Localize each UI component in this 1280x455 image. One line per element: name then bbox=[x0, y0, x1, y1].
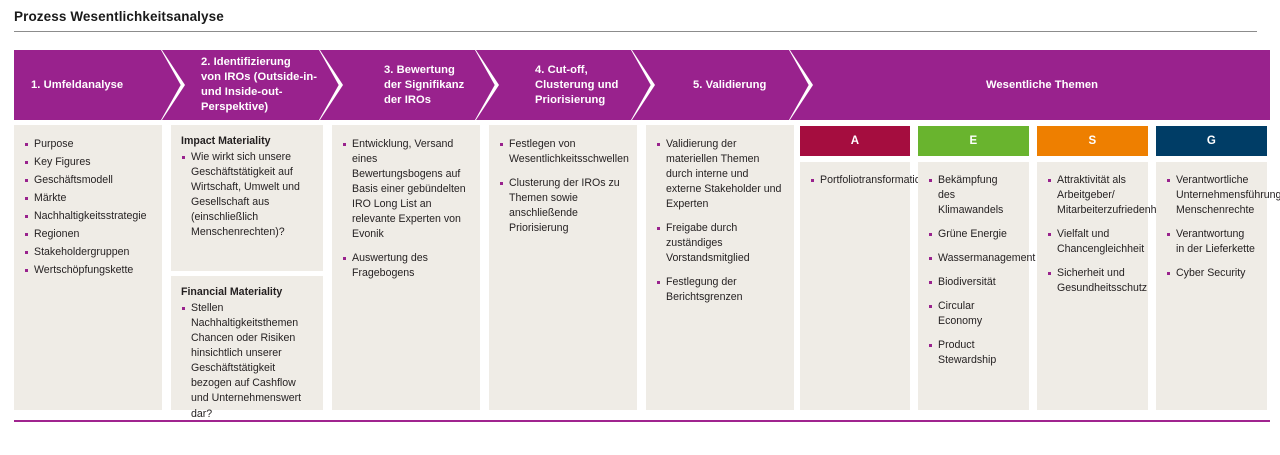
panel-esg-e: Bekämpfung des Klimawandels Grüne Energi… bbox=[918, 162, 1035, 410]
esg-a-list: Portfoliotransformation bbox=[810, 173, 927, 188]
process-step-3[interactable]: 3. Bewertung der Signifikanz der IROs bbox=[344, 50, 499, 120]
list-item: Entwicklung, Versand eines Bewertungsbog… bbox=[342, 137, 468, 242]
panel-esg-s: Attraktivität als Arbeitgeber/ Mitarbeit… bbox=[1037, 162, 1168, 410]
panel-bewertung: Entwicklung, Versand eines Bewertungsbog… bbox=[332, 125, 480, 410]
process-step-2[interactable]: 2. Identifizierung von IROs (Outside-in-… bbox=[186, 50, 346, 120]
process-step-5-label: 5. Validierung bbox=[693, 78, 767, 91]
panel-validierung: Validierung der materiellen Themen durch… bbox=[646, 125, 794, 410]
list-item: Verantwortung in der Lieferkette bbox=[1166, 227, 1255, 257]
list-item: Auswertung des Fragebogens bbox=[342, 251, 468, 281]
list-item: Geschäftsmodell bbox=[24, 173, 150, 188]
process-band-fill bbox=[14, 50, 1270, 120]
esg-header-a[interactable]: A bbox=[800, 126, 910, 156]
esg-header-s[interactable]: S bbox=[1037, 126, 1148, 156]
list-item: Bekämpfung des Klimawandels bbox=[928, 173, 1017, 218]
page-title: Prozess Wesentlichkeitsanalyse bbox=[14, 9, 224, 24]
list-item: Märkte bbox=[24, 191, 150, 206]
panel-esg-a: Portfoliotransformation bbox=[800, 162, 927, 410]
bewertung-list: Entwicklung, Versand eines Bewertungsbog… bbox=[342, 137, 468, 281]
bottom-divider bbox=[14, 420, 1270, 422]
list-item: Attraktivität als Arbeitgeber/ Mitarbeit… bbox=[1047, 173, 1168, 218]
list-item: Sicherheit und Gesundheitsschutz bbox=[1047, 266, 1147, 296]
list-item: Product Stewardship bbox=[928, 338, 1017, 368]
list-item: Portfoliotransformation bbox=[810, 173, 927, 188]
validierung-list: Validierung der materiellen Themen durch… bbox=[656, 137, 782, 305]
process-step-band: 1. Umfeldanalyse 2. Identifizierung von … bbox=[14, 50, 1270, 120]
title-divider bbox=[14, 31, 1257, 32]
list-item: Stellen Nachhaltigkeitsthemen Chancen od… bbox=[181, 301, 311, 421]
list-item: Biodiversität bbox=[928, 275, 1017, 290]
esg-header-a-label: A bbox=[850, 135, 860, 147]
impact-materiality-list: Wie wirkt sich unsere Geschäftstätigkeit… bbox=[181, 150, 311, 240]
list-item: Wassermanagement bbox=[928, 251, 1035, 266]
financial-materiality-list: Stellen Nachhaltigkeitsthemen Chancen od… bbox=[181, 301, 311, 421]
esg-e-list: Bekämpfung des Klimawandels Grüne Energi… bbox=[928, 173, 1035, 368]
list-item: Wie wirkt sich unsere Geschäftstätigkeit… bbox=[181, 150, 311, 240]
esg-header-e[interactable]: E bbox=[918, 126, 1029, 156]
list-item: Grüne Energie bbox=[928, 227, 1017, 242]
list-item: Freigabe durch zuständiges Vorstandsmitg… bbox=[656, 221, 782, 266]
esg-g-list: Verantwortliche Unternehmensführung/ Men… bbox=[1166, 173, 1280, 281]
process-step-1[interactable]: 1. Umfeldanalyse bbox=[14, 50, 170, 120]
list-item: Vielfalt und Chancengleichheit bbox=[1047, 227, 1144, 257]
esg-header-s-label: S bbox=[1088, 135, 1097, 147]
financial-materiality-heading: Financial Materiality bbox=[181, 286, 283, 298]
panel-esg-g: Verantwortliche Unternehmensführung/ Men… bbox=[1156, 162, 1280, 410]
process-step-results-label: Wesentliche Themen bbox=[986, 78, 1098, 91]
process-step-4[interactable]: 4. Cut-off, Clusterung und Priorisierung bbox=[500, 50, 655, 120]
cutoff-list: Festlegen von Wesentlichkeitsschwellen C… bbox=[499, 137, 629, 236]
process-step-1-label: 1. Umfeldanalyse bbox=[31, 78, 124, 91]
list-item: Stakeholdergruppen bbox=[24, 245, 150, 260]
list-item: Key Figures bbox=[24, 155, 150, 170]
list-item: Verantwortliche Unternehmensführung/ Men… bbox=[1166, 173, 1280, 218]
list-item: Cyber Security bbox=[1166, 266, 1255, 281]
umfeldanalyse-list: Purpose Key Figures Geschäftsmodell Märk… bbox=[24, 137, 150, 278]
process-step-2-label: 2. Identifizierung von IROs (Outside-in-… bbox=[201, 56, 318, 113]
list-item: Nachhaltigkeitsstrategie bbox=[24, 209, 150, 224]
impact-materiality-heading: Impact Materiality bbox=[181, 135, 271, 147]
panel-financial-materiality: Financial Materiality Stellen Nachhaltig… bbox=[171, 276, 323, 420]
panel-impact-materiality: Impact Materiality Wie wirkt sich unsere… bbox=[171, 125, 323, 271]
esg-header-g-label: G bbox=[1206, 135, 1217, 147]
list-item: Regionen bbox=[24, 227, 150, 242]
list-item: Festlegung der Berichtsgrenzen bbox=[656, 275, 782, 305]
esg-header-e-label: E bbox=[969, 135, 978, 147]
list-item: Purpose bbox=[24, 137, 150, 152]
process-step-5[interactable]: 5. Validierung bbox=[656, 50, 814, 120]
list-item: Wertschöpfungskette bbox=[24, 263, 150, 278]
list-item: Clusterung der IROs zu Themen sowie ansc… bbox=[499, 176, 625, 236]
list-item: Validierung der materiellen Themen durch… bbox=[656, 137, 782, 212]
panel-cutoff: Festlegen von Wesentlichkeitsschwellen C… bbox=[489, 125, 637, 410]
esg-header-g[interactable]: G bbox=[1156, 126, 1267, 156]
esg-s-list: Attraktivität als Arbeitgeber/ Mitarbeit… bbox=[1047, 173, 1168, 296]
process-step-3-label: 3. Bewertung der Signifikanz der IROs bbox=[384, 63, 465, 106]
list-item: Circular Economy bbox=[928, 299, 1017, 329]
process-step-results[interactable]: Wesentliche Themen bbox=[814, 50, 1270, 120]
process-step-4-label: 4. Cut-off, Clusterung und Priorisierung bbox=[535, 63, 619, 106]
list-item: Festlegen von Wesentlichkeitsschwellen bbox=[499, 137, 629, 167]
panel-umfeldanalyse: Purpose Key Figures Geschäftsmodell Märk… bbox=[14, 125, 162, 410]
